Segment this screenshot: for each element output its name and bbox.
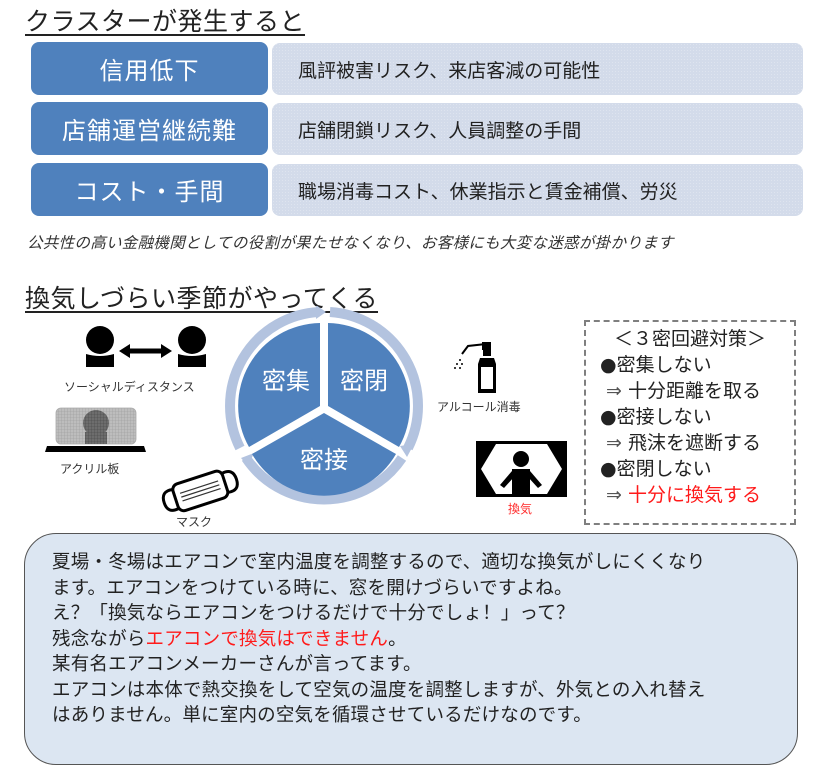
bullet-icon: ●	[600, 458, 617, 480]
aircon-info-box: 夏場・冬場はエアコンで室内温度を調整するので、適切な換気がしにくくなり ます。エ…	[24, 533, 798, 765]
bullet-icon: ●	[600, 406, 617, 428]
info-line: 某有名エアコンメーカーさんが言ってます。	[52, 654, 422, 675]
risk-content-cost: 職場消毒コスト、休業指示と賃金補償、労災	[272, 164, 803, 216]
risk-label-operations: 店舗運営継続難	[31, 102, 268, 155]
policy-action-text-highlight: 十分に換気する	[628, 484, 762, 506]
spray-bottle-icon	[454, 342, 496, 393]
policy-action-crowded: ⇒ 十分距離を取る	[600, 378, 794, 404]
info-line: ます。エアコンをつけている時に、窓を開けづらいですよね。	[52, 577, 573, 599]
policy-action-close-contact: ⇒ 飛沫を遮断する	[600, 430, 794, 456]
section-title-cluster: クラスターが発生すると	[25, 7, 306, 36]
info-text: 。	[388, 628, 407, 650]
policy-action-closed: ⇒ 十分に換気する	[600, 482, 794, 508]
policy-action-text: 飛沫を遮断する	[628, 432, 762, 454]
cycle-segment-crowded: 密集	[262, 367, 310, 395]
info-line: 夏場・冬場はエアコンで室内温度を調整するので、適切な換気がしにくくなり	[52, 552, 706, 573]
three-c-cycle-diagram: 密集 密閉 密接	[225, 306, 423, 505]
public-role-note: 公共性の高い金融機関としての役割が果たせなくなり、お客様にも大変な迷惑が掛かりま…	[27, 234, 674, 252]
risk-content-credit: 風評被害リスク、来店客減の可能性	[272, 43, 803, 95]
two-people-arrow-icon	[86, 326, 206, 367]
risk-label-cost: コスト・手間	[31, 163, 268, 216]
implies-arrow-icon: ⇒	[606, 432, 622, 454]
cycle-segment-closed: 密閉	[340, 367, 388, 395]
ventilation-caption: 換気	[508, 502, 533, 516]
implies-arrow-icon: ⇒	[606, 484, 622, 506]
bullet-icon: ●	[600, 354, 617, 376]
info-text: 残念ながら	[52, 628, 146, 650]
policy-item-closed: ●密閉しない	[600, 456, 794, 482]
three-c-avoidance-box: ＜３密回避対策＞ ●密集しない ⇒ 十分距離を取る ●密接しない ⇒ 飛沫を遮断…	[584, 320, 796, 525]
policy-item-label: 密接しない	[616, 406, 712, 428]
open-window-person-icon	[476, 441, 567, 497]
info-line: はありません。単に室内の空気を循環させているだけなのです。	[52, 705, 592, 726]
info-line: エアコンは本体で熱交換をして空気の温度を調整しますが、外気との入れ替え	[52, 679, 706, 701]
policy-title: ＜３密回避対策＞	[613, 328, 766, 350]
mask-caption: マスク	[176, 515, 213, 529]
info-line: え？「換気ならエアコンをつけるだけで十分でしょ！」って？	[52, 603, 575, 624]
alcohol-caption: アルコール消毒	[437, 400, 521, 414]
risk-content-operations: 店舗閉鎖リスク、人員調整の手間	[272, 103, 803, 155]
policy-item-label: 密閉しない	[616, 458, 712, 480]
info-line-warning: 残念ながらエアコンで換気はできません。	[52, 627, 797, 653]
policy-item-label: 密集しない	[616, 354, 712, 376]
policy-action-text: 十分距離を取る	[628, 380, 762, 402]
mask-icon	[161, 469, 239, 513]
cycle-segment-close-contact: 密接	[300, 446, 348, 474]
info-warning-highlight: エアコンで換気はできません	[145, 628, 389, 650]
implies-arrow-icon: ⇒	[606, 380, 622, 402]
acrylic-partition-icon	[45, 407, 146, 452]
risk-label-credit: 信用低下	[31, 42, 268, 95]
acrylic-caption: アクリル板	[60, 462, 120, 476]
policy-item-close-contact: ●密接しない	[600, 404, 794, 430]
social-distance-caption: ソーシャルディスタンス	[64, 380, 195, 394]
policy-item-crowded: ●密集しない	[600, 352, 794, 378]
